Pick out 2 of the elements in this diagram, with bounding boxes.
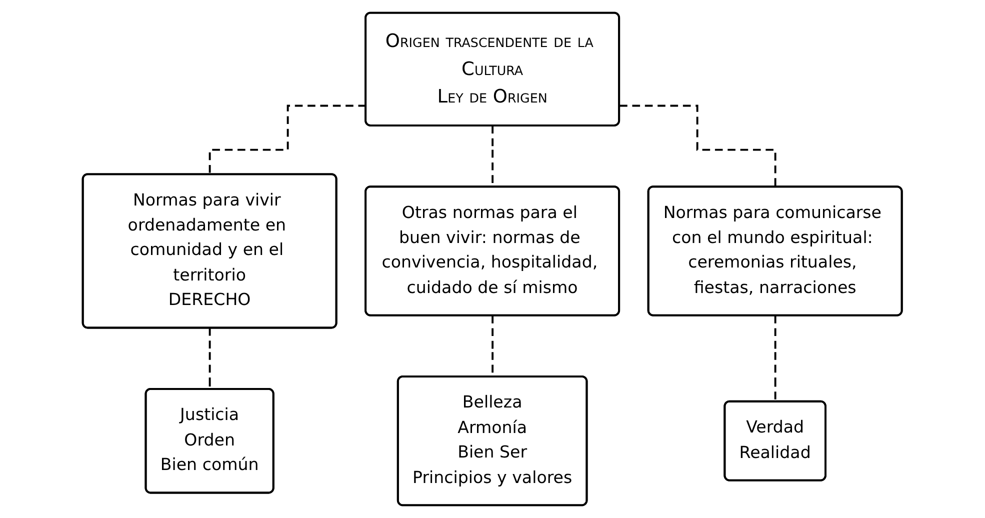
connector	[209, 104, 366, 176]
connector	[620, 104, 777, 188]
